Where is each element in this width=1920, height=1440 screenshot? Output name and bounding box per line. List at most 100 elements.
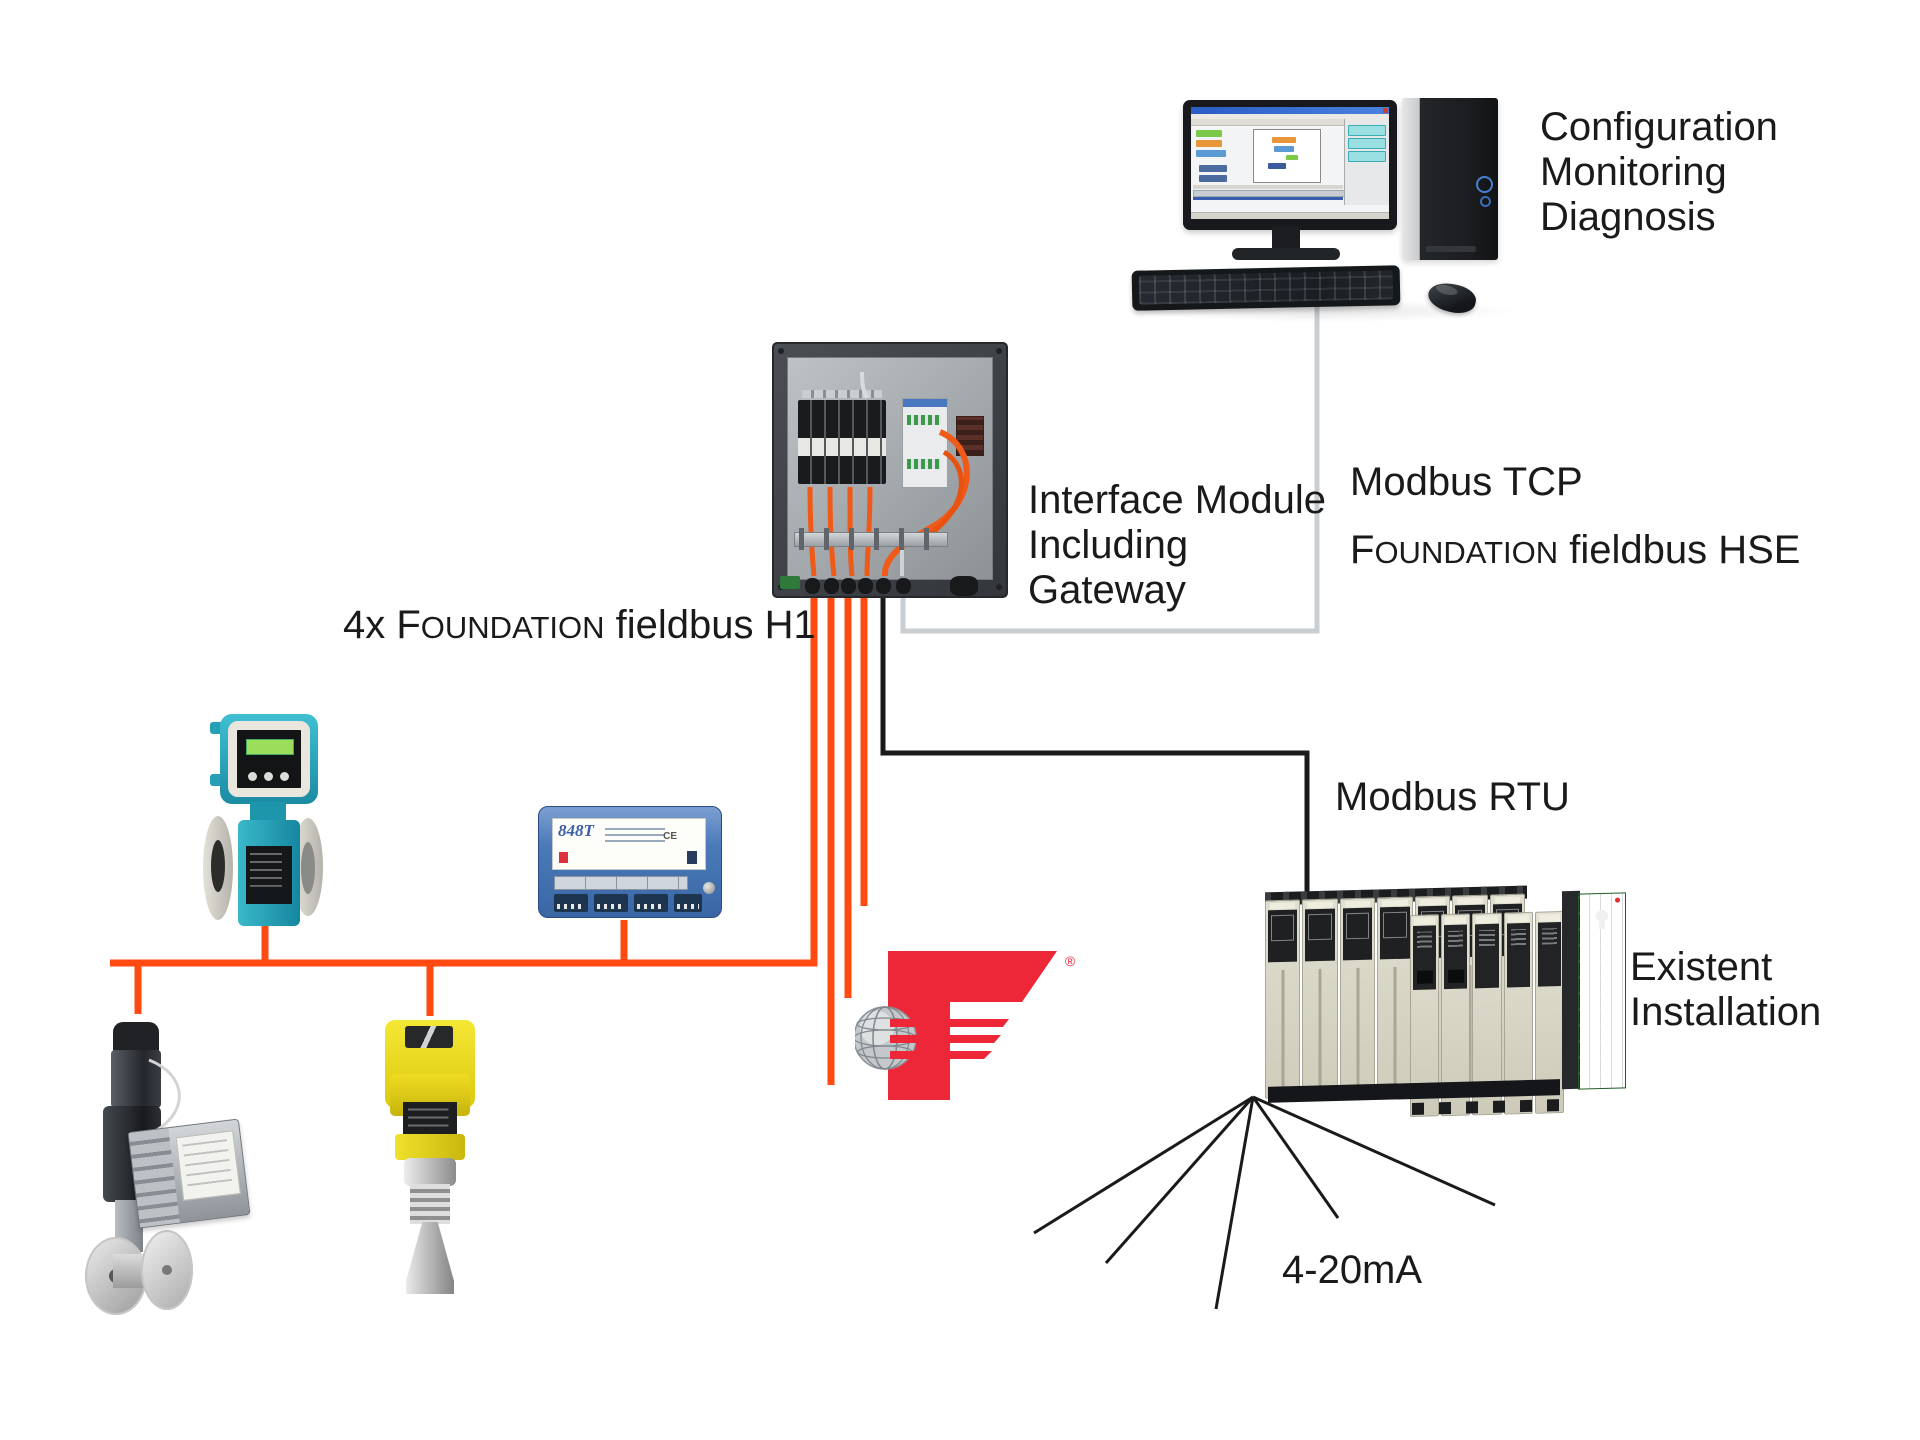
function-block-navy-2 xyxy=(1199,175,1227,182)
strategy-block-green xyxy=(1286,155,1298,160)
logo-stripe-3 xyxy=(890,1051,992,1059)
power-button-icon xyxy=(1476,176,1493,193)
reset-button-icon xyxy=(1480,196,1491,207)
temperature-transmitter-848t: 848T CE xyxy=(538,806,722,918)
radar-level-transmitter xyxy=(380,1018,480,1298)
ce-mark: CE xyxy=(663,831,677,842)
computer-monitor xyxy=(1183,100,1397,230)
threaded-connection xyxy=(410,1184,450,1224)
cable-gland-5 xyxy=(876,578,891,594)
terminal-group-4 xyxy=(674,894,702,912)
flowmeter-display-face xyxy=(228,721,310,797)
function-block-orange xyxy=(1196,140,1222,147)
app-toolbar xyxy=(1191,119,1389,126)
vendor-logo-mark xyxy=(559,852,568,863)
flowmeter-button-2 xyxy=(264,772,273,781)
io-card xyxy=(1302,898,1338,1098)
cable-gland-1 xyxy=(805,578,820,594)
terminal-group-3 xyxy=(634,894,668,912)
function-block-navy-1 xyxy=(1199,165,1227,172)
function-block-green xyxy=(1196,130,1222,137)
logo-stripe-1 xyxy=(890,1019,1009,1027)
strategy-block-orange xyxy=(1272,137,1296,143)
modbus-tcp-label: Modbus TCP xyxy=(1350,460,1583,504)
status-led xyxy=(1615,897,1620,903)
existent-installation-label: Existent Installation xyxy=(1630,945,1822,1034)
strategy-window xyxy=(1253,129,1321,183)
existing-io-rack xyxy=(1260,885,1630,1125)
modbus-rtu-label: Modbus RTU xyxy=(1335,775,1570,819)
internal-cabling xyxy=(807,371,970,577)
cover-screw xyxy=(703,882,715,894)
strategy-block-navy xyxy=(1268,163,1286,169)
io-card xyxy=(1265,899,1301,1099)
control-valve xyxy=(85,1022,260,1317)
registered-trademark: ® xyxy=(1065,953,1076,969)
device-tree-panel xyxy=(1344,119,1389,205)
gateway-module xyxy=(902,398,948,488)
fieldbus-power-modules xyxy=(798,400,886,484)
flowmeter-nameplate xyxy=(246,846,292,904)
close-icon xyxy=(1383,108,1388,113)
app-menubar xyxy=(1191,114,1389,119)
terminal-group-2 xyxy=(594,894,628,912)
config-label: Configuration Monitoring Diagnosis xyxy=(1540,105,1778,239)
cable-gland-4 xyxy=(858,578,873,594)
analog-line-3 xyxy=(1214,1096,1255,1310)
din-rail xyxy=(802,390,882,398)
foundation-hse-label: FOUNDATION fieldbus HSE xyxy=(1350,528,1801,572)
valve-flange-right xyxy=(141,1230,193,1310)
process-hex-nut xyxy=(404,1158,456,1186)
cable-gland-3 xyxy=(841,578,856,594)
fieldbus-foundation-logo: ® xyxy=(855,951,1076,1100)
modbus-rtu-line xyxy=(880,597,1310,898)
app-titlebar xyxy=(1191,107,1389,114)
app-statusbar xyxy=(1191,212,1389,219)
gland-plate xyxy=(794,528,948,550)
cable-gland-large xyxy=(950,576,978,596)
transmitter-nameplate: 848T CE xyxy=(552,818,706,870)
logo-f-shape xyxy=(888,951,1057,1100)
io-card xyxy=(1377,896,1413,1096)
actuator-cap xyxy=(113,1022,159,1054)
analog-line-1 xyxy=(1033,1095,1254,1235)
interface-module-label: Interface Module Including Gateway xyxy=(1028,478,1326,612)
keyboard xyxy=(1131,265,1401,311)
flowmeter-lcd xyxy=(246,739,294,755)
flowmeter-display-head xyxy=(220,714,318,804)
alarm-grid xyxy=(1193,185,1345,201)
analog-fanout-lines xyxy=(1033,1095,1496,1310)
flowmeter-button-3 xyxy=(280,772,289,781)
io-card xyxy=(1339,897,1376,1097)
interface-module-enclosure xyxy=(772,342,1008,598)
horn-antenna xyxy=(406,1222,454,1294)
flowmeter-button-1 xyxy=(248,772,257,781)
device-tree-item-3 xyxy=(1348,151,1386,162)
level-display-window xyxy=(405,1026,453,1048)
level-collar xyxy=(395,1134,465,1160)
analog-line-2 xyxy=(1104,1096,1255,1264)
terminal-group-1 xyxy=(554,894,588,912)
flowmeter-flange-left xyxy=(203,816,233,920)
tower-vent xyxy=(1426,246,1476,252)
configuration-pc xyxy=(1130,88,1520,323)
monitor-stand-base xyxy=(1232,248,1340,260)
level-nameplate xyxy=(403,1102,457,1136)
logo-stripe-2 xyxy=(890,1035,1001,1043)
transmitter-model-text: 848T xyxy=(558,821,594,840)
monitor-screen xyxy=(1191,107,1389,219)
device-tree-item-1 xyxy=(1348,125,1386,136)
flowmeter-sensor-body xyxy=(238,820,300,926)
valve-cable-loop xyxy=(148,1058,181,1132)
foundation-h1-label: 4x FOUNDATION fieldbus H1 xyxy=(343,603,816,647)
rack-backplane-pcb xyxy=(1578,892,1626,1090)
keyboard-keys xyxy=(1138,270,1394,305)
analog-signal-label: 4-20mA xyxy=(1282,1248,1423,1292)
cable-gland-6 xyxy=(896,578,911,594)
positioner-nameplate xyxy=(175,1130,241,1201)
transmitter-terminal-cover xyxy=(554,876,688,890)
ground-connector xyxy=(780,576,800,589)
strategy-block-blue xyxy=(1274,146,1294,152)
actuator-body xyxy=(111,1050,161,1108)
